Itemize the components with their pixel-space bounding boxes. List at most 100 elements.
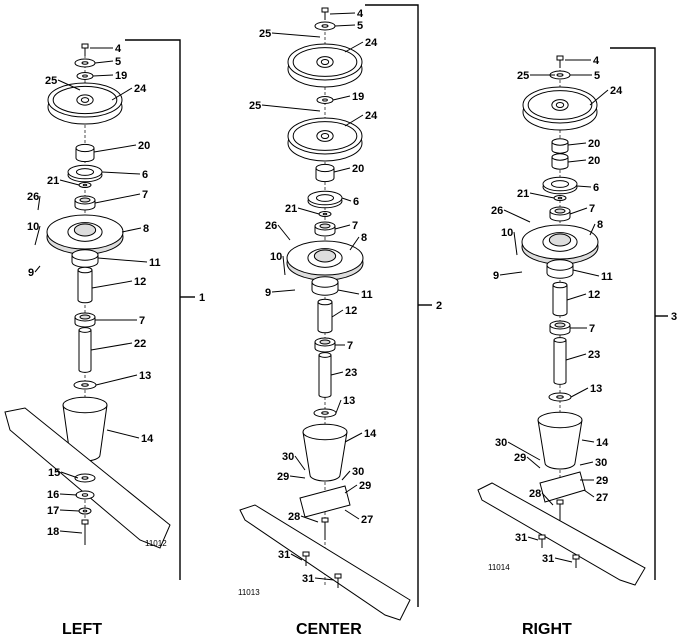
callout: 27 [583,489,608,504]
callout-number: 23 [345,367,357,379]
bearing-race [554,322,566,328]
leader-line [526,456,541,469]
assembly-left-bracket: 1 [125,39,205,580]
callout-number: 28 [288,511,300,523]
callout: 11 [337,289,373,301]
figure-number: 11012 [145,539,167,548]
washer-hole [81,476,89,480]
callout: 19 [92,70,127,82]
pulley-bore [320,132,330,140]
callout-number: 9 [28,267,34,279]
callout-number: 16 [47,489,59,501]
bearing-race [79,314,91,320]
callout-number: 26 [491,205,503,217]
callout: 20 [93,140,150,153]
spindle-hub-top [311,276,339,288]
figure-number: 11014 [488,563,510,572]
callout-number: 27 [361,514,373,526]
leader-line [94,60,114,64]
bolt-head [81,43,89,49]
callout: 29 [514,452,541,469]
callout: 15 [48,467,79,479]
blade-cup-rim [537,411,583,429]
leader-line [334,24,356,27]
callout: 8 [349,232,367,251]
bearing-housing-bore [76,168,94,176]
callout: 12 [91,276,146,289]
callout-number: 5 [594,70,600,82]
callout: 5 [334,20,363,32]
callout: 9 [265,287,296,299]
callout-number: 29 [514,452,526,464]
callout-number: 20 [138,140,150,152]
callout: 18 [47,526,83,538]
spacer-top [75,143,95,153]
callout-number: 7 [589,203,595,215]
leader-line [332,95,351,101]
callout-number: 12 [588,289,600,301]
callout-number: 31 [302,573,314,585]
callout-number: 4 [115,43,122,55]
callout: 28 [288,511,319,523]
callout: 29 [344,480,371,494]
leader-line [583,489,595,498]
callout-number: 14 [596,437,609,449]
callout: 26 [265,220,291,241]
callout: 10 [501,227,518,256]
spindle-shaft-top [318,352,332,358]
leader-line [330,371,344,376]
callout-number: 27 [596,492,608,504]
callout-number: 30 [352,466,364,478]
callout: 25 [517,70,555,82]
leader-line [59,530,83,534]
callout: 8 [121,223,149,235]
callout-number: 5 [357,20,363,32]
carriage-bolt-head [538,534,546,540]
leader-line [503,209,531,223]
leader-line [106,429,140,439]
callout: 14 [344,428,377,443]
mower-blade [477,482,646,586]
callout-number: 11 [361,289,373,301]
bolt-head [321,7,329,13]
callout-number: 7 [142,189,148,201]
callout: 30 [495,437,541,461]
callout: 30 [341,466,364,481]
callout: 29 [277,471,306,483]
spindle-tube [77,270,93,304]
callout-number: 25 [517,70,529,82]
callout-number: 13 [343,395,355,407]
callout: 9 [28,265,41,279]
spacer-top [551,153,569,161]
leader-line [341,197,352,202]
callout-number: 20 [588,138,600,150]
callout-number: 12 [134,276,146,288]
callout: 16 [47,489,78,501]
leader-line [554,557,573,563]
callout-number: 14 [141,433,154,445]
callout: 21 [47,175,80,187]
leader-line [37,195,41,211]
callout: 7 [94,189,148,204]
blade-adapter-plate [299,485,351,518]
leader-line [566,293,587,301]
exploded-parts-drawing [4,7,646,621]
callout: 12 [331,305,357,318]
assembly-title-right: RIGHT [522,621,572,638]
leader-line [277,224,291,241]
callout: 27 [344,509,373,526]
assembly-number: 2 [436,300,442,312]
callout: 25 [259,28,321,40]
leader-line [111,87,133,101]
callout: 5 [570,70,600,82]
bolt-head [556,55,564,61]
leader-line [344,114,364,127]
callout-number: 8 [597,219,603,231]
callout-number: 20 [352,163,364,175]
callout-number: 28 [529,488,541,500]
blade-cup [302,431,348,482]
leader-line [300,515,319,523]
callout: 21 [285,203,320,215]
callout: 12 [566,289,600,301]
callout-number: 24 [610,85,623,97]
